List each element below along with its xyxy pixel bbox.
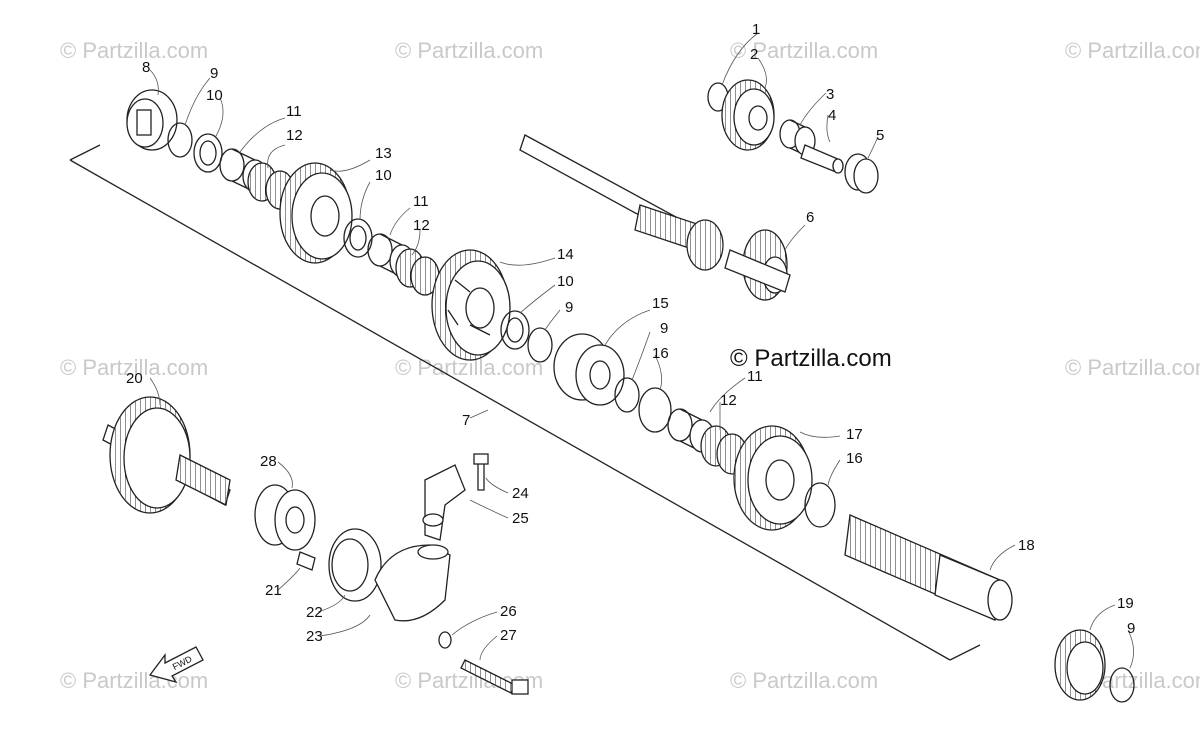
callout-9[interactable]: 9 [565, 299, 574, 316]
part-27-long-bolt [460, 659, 529, 695]
callout-23[interactable]: 23 [306, 628, 323, 645]
part-9-snap-ring [167, 122, 193, 158]
part-9-snap-ring [527, 327, 553, 363]
watermark: © Partzilla.com [60, 355, 209, 380]
callout-10[interactable]: 10 [206, 87, 223, 104]
callout-10[interactable]: 10 [375, 167, 392, 184]
watermark: © Partzilla.com [60, 38, 209, 63]
callout-20[interactable]: 20 [126, 370, 143, 387]
callout-9[interactable]: 9 [660, 320, 669, 337]
callout-18[interactable]: 18 [1018, 537, 1035, 554]
callout-9[interactable]: 9 [1127, 620, 1136, 637]
callout-14[interactable]: 14 [557, 246, 574, 263]
callout-21[interactable]: 21 [265, 582, 282, 599]
part-2-gear [721, 79, 775, 151]
callout-27[interactable]: 27 [500, 627, 517, 644]
part-9-snap-ring [1109, 667, 1135, 703]
watermark: © Partzilla.com [60, 668, 209, 693]
callout-12[interactable]: 12 [286, 127, 303, 144]
part-14-gear [431, 249, 511, 361]
watermark: © Partzilla.com [1065, 355, 1200, 380]
callout-17[interactable]: 17 [846, 426, 863, 443]
part-28-ball-bearing [254, 484, 316, 551]
watermark: © Partzilla.com [395, 38, 544, 63]
callout-26[interactable]: 26 [500, 603, 517, 620]
callout-12[interactable]: 12 [413, 217, 430, 234]
part-12-needle-bearing [395, 248, 440, 296]
callout-22[interactable]: 22 [306, 604, 323, 621]
callout-28[interactable]: 28 [260, 453, 277, 470]
part-6-input-shaft [519, 134, 791, 301]
callout-11[interactable]: 11 [413, 193, 429, 210]
part-25-speed-sensor [422, 464, 466, 541]
part-10-washer [193, 133, 223, 173]
part-10-washer [500, 310, 530, 350]
watermark: © Partzilla.com [1065, 38, 1200, 63]
copyright-text: © Partzilla.com [730, 345, 892, 372]
part-4-pin [800, 144, 844, 174]
part-17-gear [733, 425, 813, 531]
part-26-washer [438, 631, 452, 649]
callout-8[interactable]: 8 [142, 59, 151, 76]
callout-4[interactable]: 4 [828, 107, 837, 124]
callout-5[interactable]: 5 [876, 127, 885, 144]
fwd-arrow-icon [148, 646, 204, 684]
callout-16[interactable]: 16 [846, 450, 863, 467]
part-22-gasket [328, 528, 382, 602]
watermark: © Partzilla.com [730, 38, 879, 63]
callout-9[interactable]: 9 [210, 65, 219, 82]
part-24-bolt [473, 453, 489, 491]
callout-24[interactable]: 24 [512, 485, 529, 502]
callout-10[interactable]: 10 [557, 273, 574, 290]
part-21-dowel-pin [296, 551, 316, 571]
callout-6[interactable]: 6 [806, 209, 815, 226]
part-16-thrust-washer [804, 482, 836, 528]
callout-15[interactable]: 15 [652, 295, 669, 312]
callout-25[interactable]: 25 [512, 510, 529, 527]
callout-16[interactable]: 16 [652, 345, 669, 362]
callout-7[interactable]: 7 [462, 412, 471, 429]
callout-12[interactable]: 12 [720, 392, 737, 409]
group-bracket [69, 144, 981, 661]
part-18-splined-shaft [844, 514, 1013, 621]
part-5-cap [844, 153, 879, 194]
callout-3[interactable]: 3 [826, 86, 835, 103]
part-19-gear [1054, 629, 1106, 701]
part-23-housing [374, 544, 451, 622]
watermark: © Partzilla.com [730, 668, 879, 693]
callout-11[interactable]: 11 [747, 368, 763, 385]
part-8-collar [126, 89, 178, 151]
part-20-gear-shaft [102, 396, 231, 514]
part-15-shift-collar [553, 333, 625, 406]
part-9-snap-ring [614, 377, 640, 413]
callout-1[interactable]: 1 [752, 21, 761, 38]
callout-11[interactable]: 11 [286, 103, 302, 120]
callout-13[interactable]: 13 [375, 145, 392, 162]
callout-19[interactable]: 19 [1117, 595, 1134, 612]
part-3-bushing [779, 119, 816, 156]
part-16-thrust-washer [638, 387, 672, 433]
callout-2[interactable]: 2 [750, 46, 759, 63]
part-13-gear [279, 162, 353, 264]
